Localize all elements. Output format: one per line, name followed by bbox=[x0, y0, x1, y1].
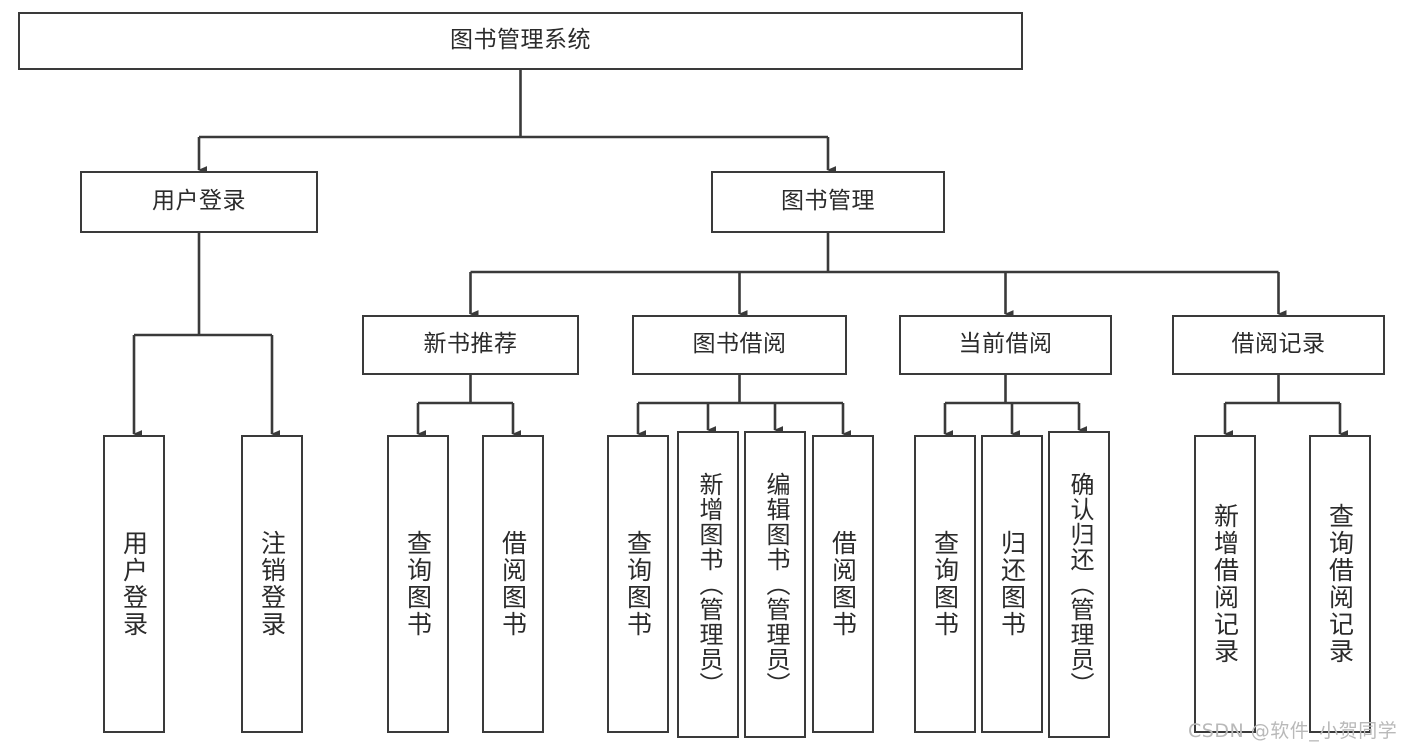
node-label: 借阅记录 bbox=[1231, 331, 1326, 358]
node-label: 查询借阅记录 bbox=[1325, 503, 1355, 665]
node-label: 注销登录 bbox=[257, 530, 287, 638]
node-label: 图书管理 bbox=[781, 188, 875, 215]
node-leaf-borrow-book-1[interactable]: 借阅图书 bbox=[482, 435, 544, 733]
node-label: 新增图书（管理员） bbox=[694, 472, 723, 697]
node-leaf-logout[interactable]: 注销登录 bbox=[241, 435, 303, 733]
node-leaf-edit-book[interactable]: 编辑图书（管理员） bbox=[744, 431, 806, 738]
node-leaf-confirm-return[interactable]: 确认归还（管理员） bbox=[1048, 431, 1110, 738]
node-label: 借阅图书 bbox=[498, 530, 528, 638]
node-leaf-return-book[interactable]: 归还图书 bbox=[981, 435, 1043, 733]
node-label: 图书借阅 bbox=[692, 331, 787, 358]
node-leaf-borrow-book-2[interactable]: 借阅图书 bbox=[812, 435, 874, 733]
node-leaf-query-book-2[interactable]: 查询图书 bbox=[607, 435, 669, 733]
node-leaf-query-record[interactable]: 查询借阅记录 bbox=[1309, 435, 1371, 733]
edge-group bbox=[132, 70, 1348, 438]
node-root[interactable]: 图书管理系统 bbox=[18, 12, 1023, 70]
node-label: 查询图书 bbox=[623, 530, 653, 638]
node-label: 用户登录 bbox=[119, 530, 149, 638]
node-label: 查询图书 bbox=[930, 530, 960, 638]
node-leaf-query-book-3[interactable]: 查询图书 bbox=[914, 435, 976, 733]
node-borrow-record[interactable]: 借阅记录 bbox=[1172, 315, 1385, 375]
node-current-borrow[interactable]: 当前借阅 bbox=[899, 315, 1112, 375]
node-label: 用户登录 bbox=[152, 188, 246, 215]
node-label: 确认归还（管理员） bbox=[1065, 472, 1094, 697]
node-label: 归还图书 bbox=[997, 530, 1027, 638]
node-label: 借阅图书 bbox=[828, 530, 858, 638]
node-new-book-rec[interactable]: 新书推荐 bbox=[362, 315, 579, 375]
node-leaf-user-login[interactable]: 用户登录 bbox=[103, 435, 165, 733]
node-label: 图书管理系统 bbox=[450, 27, 591, 54]
node-label: 编辑图书（管理员） bbox=[761, 472, 790, 697]
node-book-borrow[interactable]: 图书借阅 bbox=[632, 315, 847, 375]
node-label: 查询图书 bbox=[403, 530, 433, 638]
node-label: 新书推荐 bbox=[423, 331, 518, 358]
node-leaf-query-book-1[interactable]: 查询图书 bbox=[387, 435, 449, 733]
node-label: 当前借阅 bbox=[958, 331, 1053, 358]
node-book-manage[interactable]: 图书管理 bbox=[711, 171, 945, 233]
node-label: 新增借阅记录 bbox=[1210, 503, 1240, 665]
node-user-login[interactable]: 用户登录 bbox=[80, 171, 318, 233]
node-leaf-add-book[interactable]: 新增图书（管理员） bbox=[677, 431, 739, 738]
node-leaf-add-record[interactable]: 新增借阅记录 bbox=[1194, 435, 1256, 733]
